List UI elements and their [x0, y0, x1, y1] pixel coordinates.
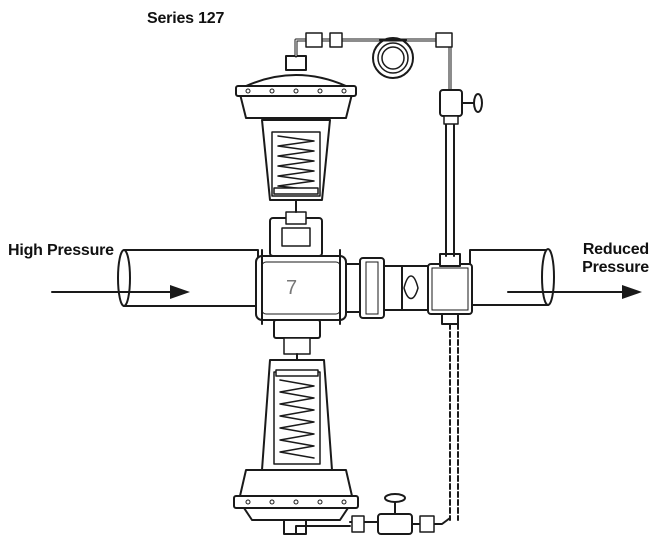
- series-title: Series 127: [147, 10, 225, 27]
- outlet-pipe: [469, 248, 555, 306]
- needle-valve-upper: [439, 89, 483, 125]
- sensing-tee: [427, 253, 473, 325]
- inlet-arrow: [51, 285, 190, 299]
- union-coupling: [345, 257, 429, 319]
- outlet-arrow: [507, 285, 642, 299]
- reduced-pressure-line2: Pressure: [582, 259, 649, 276]
- upper-actuator: [235, 55, 357, 257]
- reduced-pressure-label: Reduced Pressure: [582, 241, 649, 277]
- high-pressure-label: High Pressure: [8, 242, 114, 259]
- body-marking: 7: [286, 277, 297, 299]
- pigtail-coil: [372, 37, 414, 79]
- lower-actuator: [233, 319, 359, 535]
- vertical-sensing-line: [439, 89, 483, 257]
- needle-valve-lower: [377, 493, 413, 535]
- upper-sensing-line: [294, 32, 453, 92]
- valve-body: 7: [255, 249, 347, 325]
- reduced-pressure-line1: Reduced: [582, 241, 649, 258]
- inlet-pipe: [117, 249, 259, 307]
- lower-sensing-line: [295, 323, 459, 535]
